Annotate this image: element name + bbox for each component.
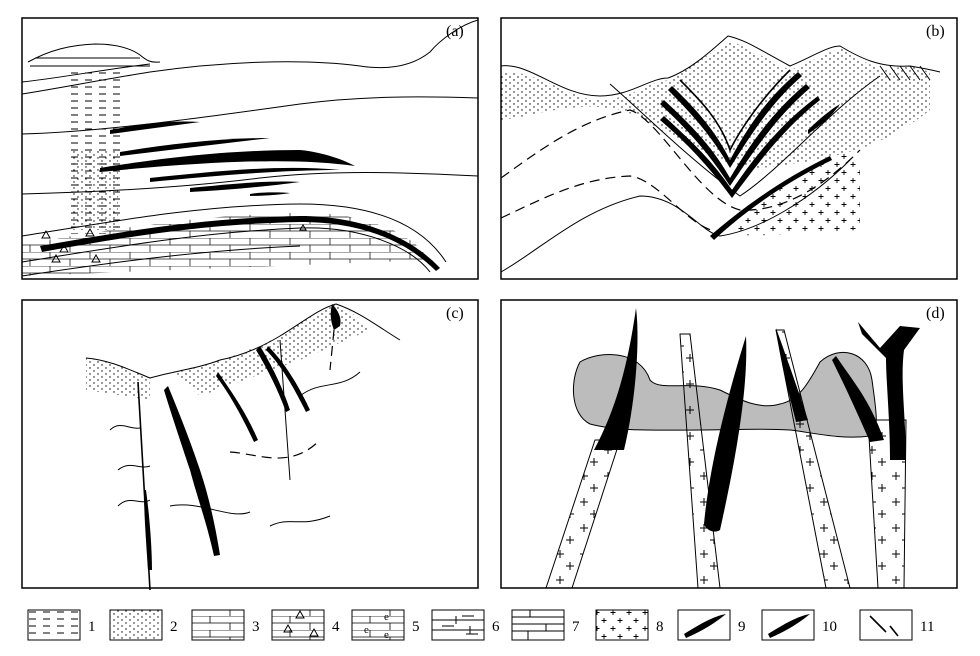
legend-num-8: 8 xyxy=(656,619,664,635)
legend-item-10: 10 xyxy=(761,609,837,641)
legend-num-9: 9 xyxy=(738,619,746,635)
panel-c-wave-2 xyxy=(117,464,151,471)
panel-b-surface xyxy=(500,35,941,97)
legend-triangles xyxy=(283,609,319,637)
legend-item-5: e e e 5 xyxy=(351,609,420,641)
legend-num-11: 11 xyxy=(920,619,934,635)
panel-b-fold-outer xyxy=(609,75,881,197)
legend-num-10: 10 xyxy=(822,619,837,635)
legend-ore-lens-10 xyxy=(768,614,810,638)
legend-swatch-2 xyxy=(109,609,163,641)
panel-c-wave-6 xyxy=(169,504,251,515)
panel-a-ore-lens-5 xyxy=(190,181,300,192)
panel-b-fold-ore-2 xyxy=(660,84,810,186)
legend-num-3: 3 xyxy=(252,619,260,635)
panel-a-ore-lens-3 xyxy=(100,150,355,172)
legend-lines-6 xyxy=(432,615,484,635)
legend-num-1: 1 xyxy=(88,619,96,635)
panel-b-fold-ore-1 xyxy=(668,72,802,168)
panel-d-label: (d) xyxy=(926,305,945,322)
panel-d-ore-2 xyxy=(704,336,747,532)
panel-b-label: (b) xyxy=(926,23,945,40)
legend-swatch-5 xyxy=(351,609,405,641)
legend-swatch-8 xyxy=(595,609,649,641)
panel-a-dome-lines xyxy=(30,57,150,67)
legend-swatch-6 xyxy=(431,609,485,641)
legend-item-11: 11 xyxy=(859,609,934,641)
legend-item-1: 1 xyxy=(27,609,96,641)
legend-item-6: 6 xyxy=(431,609,500,641)
panel-b-dashed-2 xyxy=(500,175,721,233)
legend-swatch-1 xyxy=(27,609,81,641)
panel-c-wave-4 xyxy=(269,515,331,527)
panel-d-ore-3 xyxy=(776,328,808,422)
panel-c-sand-left xyxy=(86,358,150,400)
legend-swatch-3 xyxy=(191,609,245,641)
panel-a-main-ore-bed xyxy=(40,216,440,271)
panel-b-fold-1 xyxy=(679,69,791,153)
legend-num-4: 4 xyxy=(332,619,340,635)
legend-num-2: 2 xyxy=(170,619,178,635)
panel-b-contact-ore xyxy=(710,156,832,240)
legend-swatch-11 xyxy=(859,609,913,641)
legend-lines-7 xyxy=(512,610,564,640)
panel-b-sandstone xyxy=(501,40,930,169)
panel-c-vein-4 xyxy=(256,346,290,412)
panel-a: (a) xyxy=(21,17,479,280)
panel-c-vein-1 xyxy=(144,490,152,570)
panel-b-intrusion xyxy=(730,150,860,236)
legend-swatch-7 xyxy=(511,609,565,641)
panel-c-fault-2 xyxy=(279,339,291,481)
legend-item-9: 9 xyxy=(677,609,746,641)
legend-item-8: 8 xyxy=(595,609,664,641)
panel-d-ore-4 xyxy=(832,356,884,442)
legend-e-3: e xyxy=(384,629,389,641)
legend-ore-lens-9 xyxy=(684,614,726,638)
panel-a-ore-lens-1 xyxy=(110,121,200,134)
panel-d: (d) xyxy=(500,299,958,589)
legend-fault-lines xyxy=(869,615,899,637)
panel-a-ore-lens-2 xyxy=(120,138,270,156)
panel-c-fault-3 xyxy=(329,329,335,371)
panel-c-label: (c) xyxy=(446,305,464,322)
panel-c: (c) xyxy=(21,299,479,591)
panel-a-ore-lens-6 xyxy=(250,192,290,196)
legend-e-2: e xyxy=(384,611,389,623)
panel-c-dash-boundary xyxy=(229,439,321,459)
panel-a-ore-lens-4 xyxy=(150,167,340,182)
panel-b-carbonate-hatch xyxy=(879,65,931,81)
legend-num-5: 5 xyxy=(412,619,420,635)
panel-c-vein-5 xyxy=(266,346,310,412)
legend-item-4: 4 xyxy=(271,609,340,641)
panel-c-vein-3 xyxy=(216,372,258,442)
panel-d-ore-5 xyxy=(858,322,920,460)
panel-c-wave-5 xyxy=(299,371,361,397)
legend-num-7: 7 xyxy=(572,619,580,635)
panel-a-dome-top xyxy=(27,43,161,63)
panel-a-breccia xyxy=(41,224,307,263)
panel-b-fold-ore-3 xyxy=(660,96,820,198)
panel-c-wave-3 xyxy=(117,499,151,507)
panel-b-ore-lens xyxy=(808,104,840,134)
legend-item-7: 7 xyxy=(511,609,580,641)
panel-c-vein-6 xyxy=(330,304,341,330)
legend-e-1: e xyxy=(364,624,369,636)
panel-c-wave-1 xyxy=(109,425,141,431)
legend-item-2: 2 xyxy=(109,609,178,641)
panel-c-frame xyxy=(21,299,479,589)
panel-c-vein-2 xyxy=(164,386,220,556)
panel-a-label: (a) xyxy=(446,23,464,40)
panel-b: (b) xyxy=(500,17,958,280)
panel-a-dotted-zone xyxy=(72,150,118,230)
panel-d-ore-1 xyxy=(594,308,638,450)
legend-num-6: 6 xyxy=(492,619,500,635)
panel-a-carbonate xyxy=(22,212,430,276)
legend: 1 2 3 4 e e e 5 6 xyxy=(27,609,934,641)
legend-item-3: 3 xyxy=(191,609,260,641)
